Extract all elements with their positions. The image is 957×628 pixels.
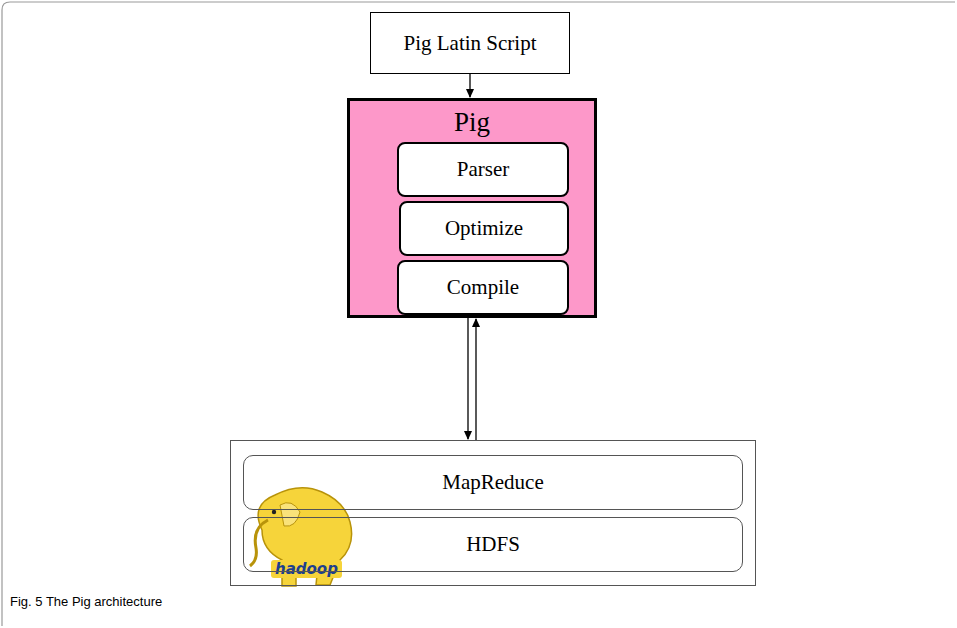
box-label: MapReduce: [442, 470, 543, 495]
pig-engine-box: PigParserOptimizeCompile: [347, 98, 597, 318]
process-box: Optimize: [399, 201, 569, 256]
logo-wordmark: hadoop: [271, 560, 342, 578]
process-box: Parser: [397, 142, 569, 197]
flow-arrow: [475, 319, 476, 440]
box-label: Optimize: [445, 216, 523, 241]
box-label: Compile: [447, 275, 519, 300]
flow-arrow: [469, 74, 470, 97]
framework-box: MapReduce: [243, 455, 743, 510]
engine-title: Pig: [454, 107, 490, 138]
box-label: Parser: [457, 157, 509, 182]
box-label: Pig Latin Script: [404, 31, 537, 56]
process-box: Compile: [397, 260, 569, 315]
hadoop-platform-box: hadoop MapReduceHDFS: [230, 440, 756, 586]
storage-box: HDFS: [243, 517, 743, 572]
input-box: Pig Latin Script: [370, 12, 570, 74]
flow-arrow: [467, 318, 468, 439]
figure-caption: Fig. 5 The Pig architecture: [10, 594, 162, 609]
box-label: HDFS: [466, 532, 520, 557]
